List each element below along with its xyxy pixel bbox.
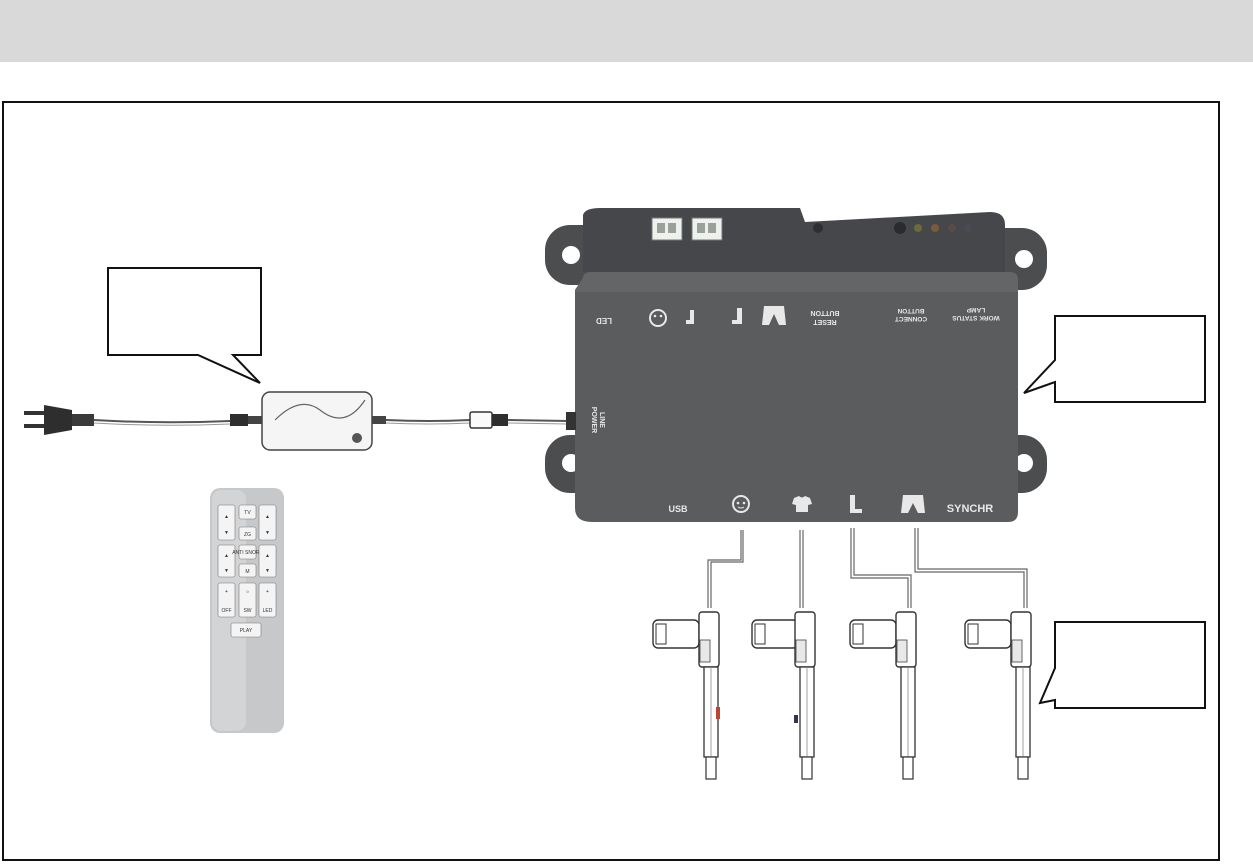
plug-icon	[44, 405, 72, 435]
work-status-label-2: LAMP	[966, 306, 985, 313]
plug-prong-top	[24, 411, 46, 415]
controller-callout	[1023, 315, 1206, 403]
actuator-4	[964, 611, 1032, 780]
shirt-icon	[792, 496, 812, 512]
remote-m-label: M	[245, 569, 249, 575]
actuator-wires	[707, 528, 1028, 608]
reset-label-2: BUTTON	[810, 309, 839, 316]
power-supply	[24, 391, 576, 451]
remote-tv-label: TV	[244, 510, 251, 516]
svg-text:▲: ▲	[224, 514, 229, 520]
actuator-1	[652, 611, 720, 780]
top-boot-icon-1	[686, 310, 694, 324]
diagram-frame	[2, 101, 1220, 861]
remote-sw-label: SW	[243, 608, 251, 614]
plug-prong-bottom	[24, 424, 46, 428]
svg-text:▼: ▼	[265, 530, 270, 536]
actuator-callout	[1038, 621, 1206, 709]
top-head-icon	[649, 309, 667, 327]
svg-text:+: +	[225, 589, 228, 595]
top-boot-icon-2	[732, 308, 742, 324]
control-box: LED RESET BUTTON CONNECT BUTTON WORK STA…	[545, 208, 1047, 522]
status-lamp	[914, 224, 922, 232]
svg-text:▼: ▼	[224, 568, 229, 574]
svg-text:▼: ▼	[224, 530, 229, 536]
remote-play-button	[230, 622, 262, 638]
connector-2	[691, 217, 723, 241]
header-bar	[0, 0, 1253, 62]
power-line-label-2: LINE	[598, 412, 605, 428]
remote-zg-label: ZG	[244, 532, 251, 538]
remote-led-label: LED	[263, 608, 273, 614]
svg-text:▲: ▲	[265, 514, 270, 520]
connect-label-1: CONNECT	[895, 315, 927, 322]
svg-text:+: +	[266, 589, 269, 595]
svg-text:▼: ▼	[265, 568, 270, 574]
connect-label-2: BUTTON	[897, 307, 924, 314]
work-status-label-1: WORK STATUS	[952, 314, 1000, 321]
top-pants-icon	[762, 306, 786, 325]
remote-control: ▲ ▼ TV ZG ▲ ▼ ▲ ▼ ANTI SNORE M ▲ ▼ + OFF ☼ S…	[210, 488, 284, 733]
actuator-3	[849, 611, 917, 780]
reset-label-1: RESET	[813, 318, 837, 325]
synchr-label: SYNCHR	[947, 503, 994, 515]
inline-connector	[469, 411, 493, 429]
connect-button	[894, 222, 906, 234]
connector-1	[651, 217, 683, 241]
led-label: LED	[596, 316, 612, 325]
remote-foot-button	[258, 504, 277, 541]
power-line-label-1: POWER	[590, 407, 597, 433]
boot-icon	[850, 495, 862, 513]
adapter-led-icon	[352, 433, 362, 443]
pants-icon	[901, 495, 925, 513]
head-icon	[732, 495, 750, 513]
usb-label: USB	[668, 504, 688, 514]
remote-head-button	[217, 504, 236, 541]
remote-antisnore-label: ANTI SNORE	[232, 550, 263, 556]
svg-text:☼: ☼	[245, 589, 250, 595]
svg-text:▲: ▲	[265, 553, 270, 559]
remote-off-label: OFF	[222, 608, 232, 614]
actuator-2	[751, 611, 816, 780]
remote-play-label: PLAY	[240, 628, 253, 634]
adapter-callout	[107, 267, 262, 384]
svg-text:▲: ▲	[224, 553, 229, 559]
